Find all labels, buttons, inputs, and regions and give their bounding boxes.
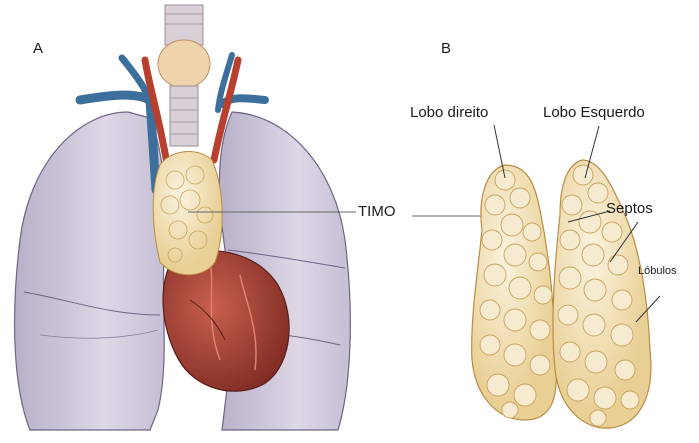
thyroid-shape [158,40,210,88]
panel-a-letter: A [33,40,43,57]
septos-label: Septos [606,200,653,217]
lobo-direito-label: Lobo direito [410,104,488,121]
lobo-esquerdo-label: Lobo Esquerdo [543,104,645,121]
panel-b-illustration [472,125,660,428]
panel-a-illustration [15,5,351,430]
timo-label: TIMO [358,203,396,220]
panel-b-letter: B [441,40,451,57]
lobulos-label: Lóbulos [638,265,677,277]
left-lung-shape [15,112,166,430]
trachea-shape [165,5,203,45]
